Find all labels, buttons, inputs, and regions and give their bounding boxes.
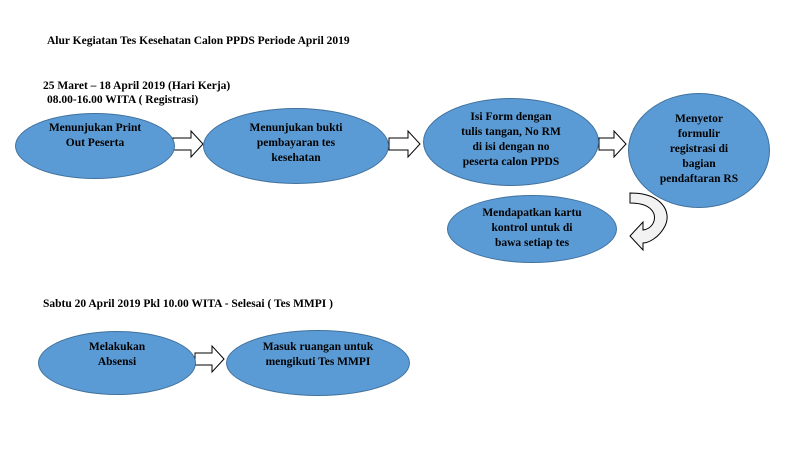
arrow-2-to-3: [388, 129, 421, 159]
node-menyetor-formulir: [628, 93, 770, 208]
mmpi-test-heading: Sabtu 20 April 2019 Pkl 10.00 WITA - Sel…: [43, 298, 333, 310]
node-absensi: [38, 331, 196, 395]
arrow-4-to-5-curved: [629, 192, 668, 252]
node-bukti-pembayaran-label: Menunjukan bukti pembayaran tes kesehata…: [249, 122, 343, 164]
arrow-3-to-4: [598, 129, 627, 159]
node-menyetor-formulir-label: Menyetor formulir registrasi di bagian p…: [659, 113, 739, 185]
node-kartu-kontrol: [447, 195, 617, 263]
node-print-out-peserta-label: Menunjukan Print Out Peserta: [48, 122, 142, 149]
node-isi-form: [423, 98, 599, 186]
registration-time: 08.00-16.00 WITA ( Registrasi): [47, 94, 199, 106]
node-isi-form-label: Isi Form dengan tulis tangan, No RM di i…: [461, 111, 561, 168]
diagram-title: Alur Kegiatan Tes Kesehatan Calon PPDS P…: [47, 35, 350, 47]
node-masuk-ruangan: [226, 330, 410, 396]
registration-date-range: 25 Maret – 18 April 2019 (Hari Kerja): [43, 80, 231, 92]
node-absensi-label: Melakukan Absensi: [88, 341, 146, 368]
node-bukti-pembayaran: [203, 108, 389, 184]
node-masuk-ruangan-label: Masuk ruangan untuk mengikuti Tes MMPI: [262, 341, 374, 368]
node-print-out-peserta: [15, 113, 175, 179]
node-kartu-kontrol-label: Mendapatkan kartu kontrol untuk di bawa …: [482, 207, 582, 249]
arrow-1-to-2: [172, 129, 204, 159]
arrow-6-to-7: [194, 344, 225, 374]
